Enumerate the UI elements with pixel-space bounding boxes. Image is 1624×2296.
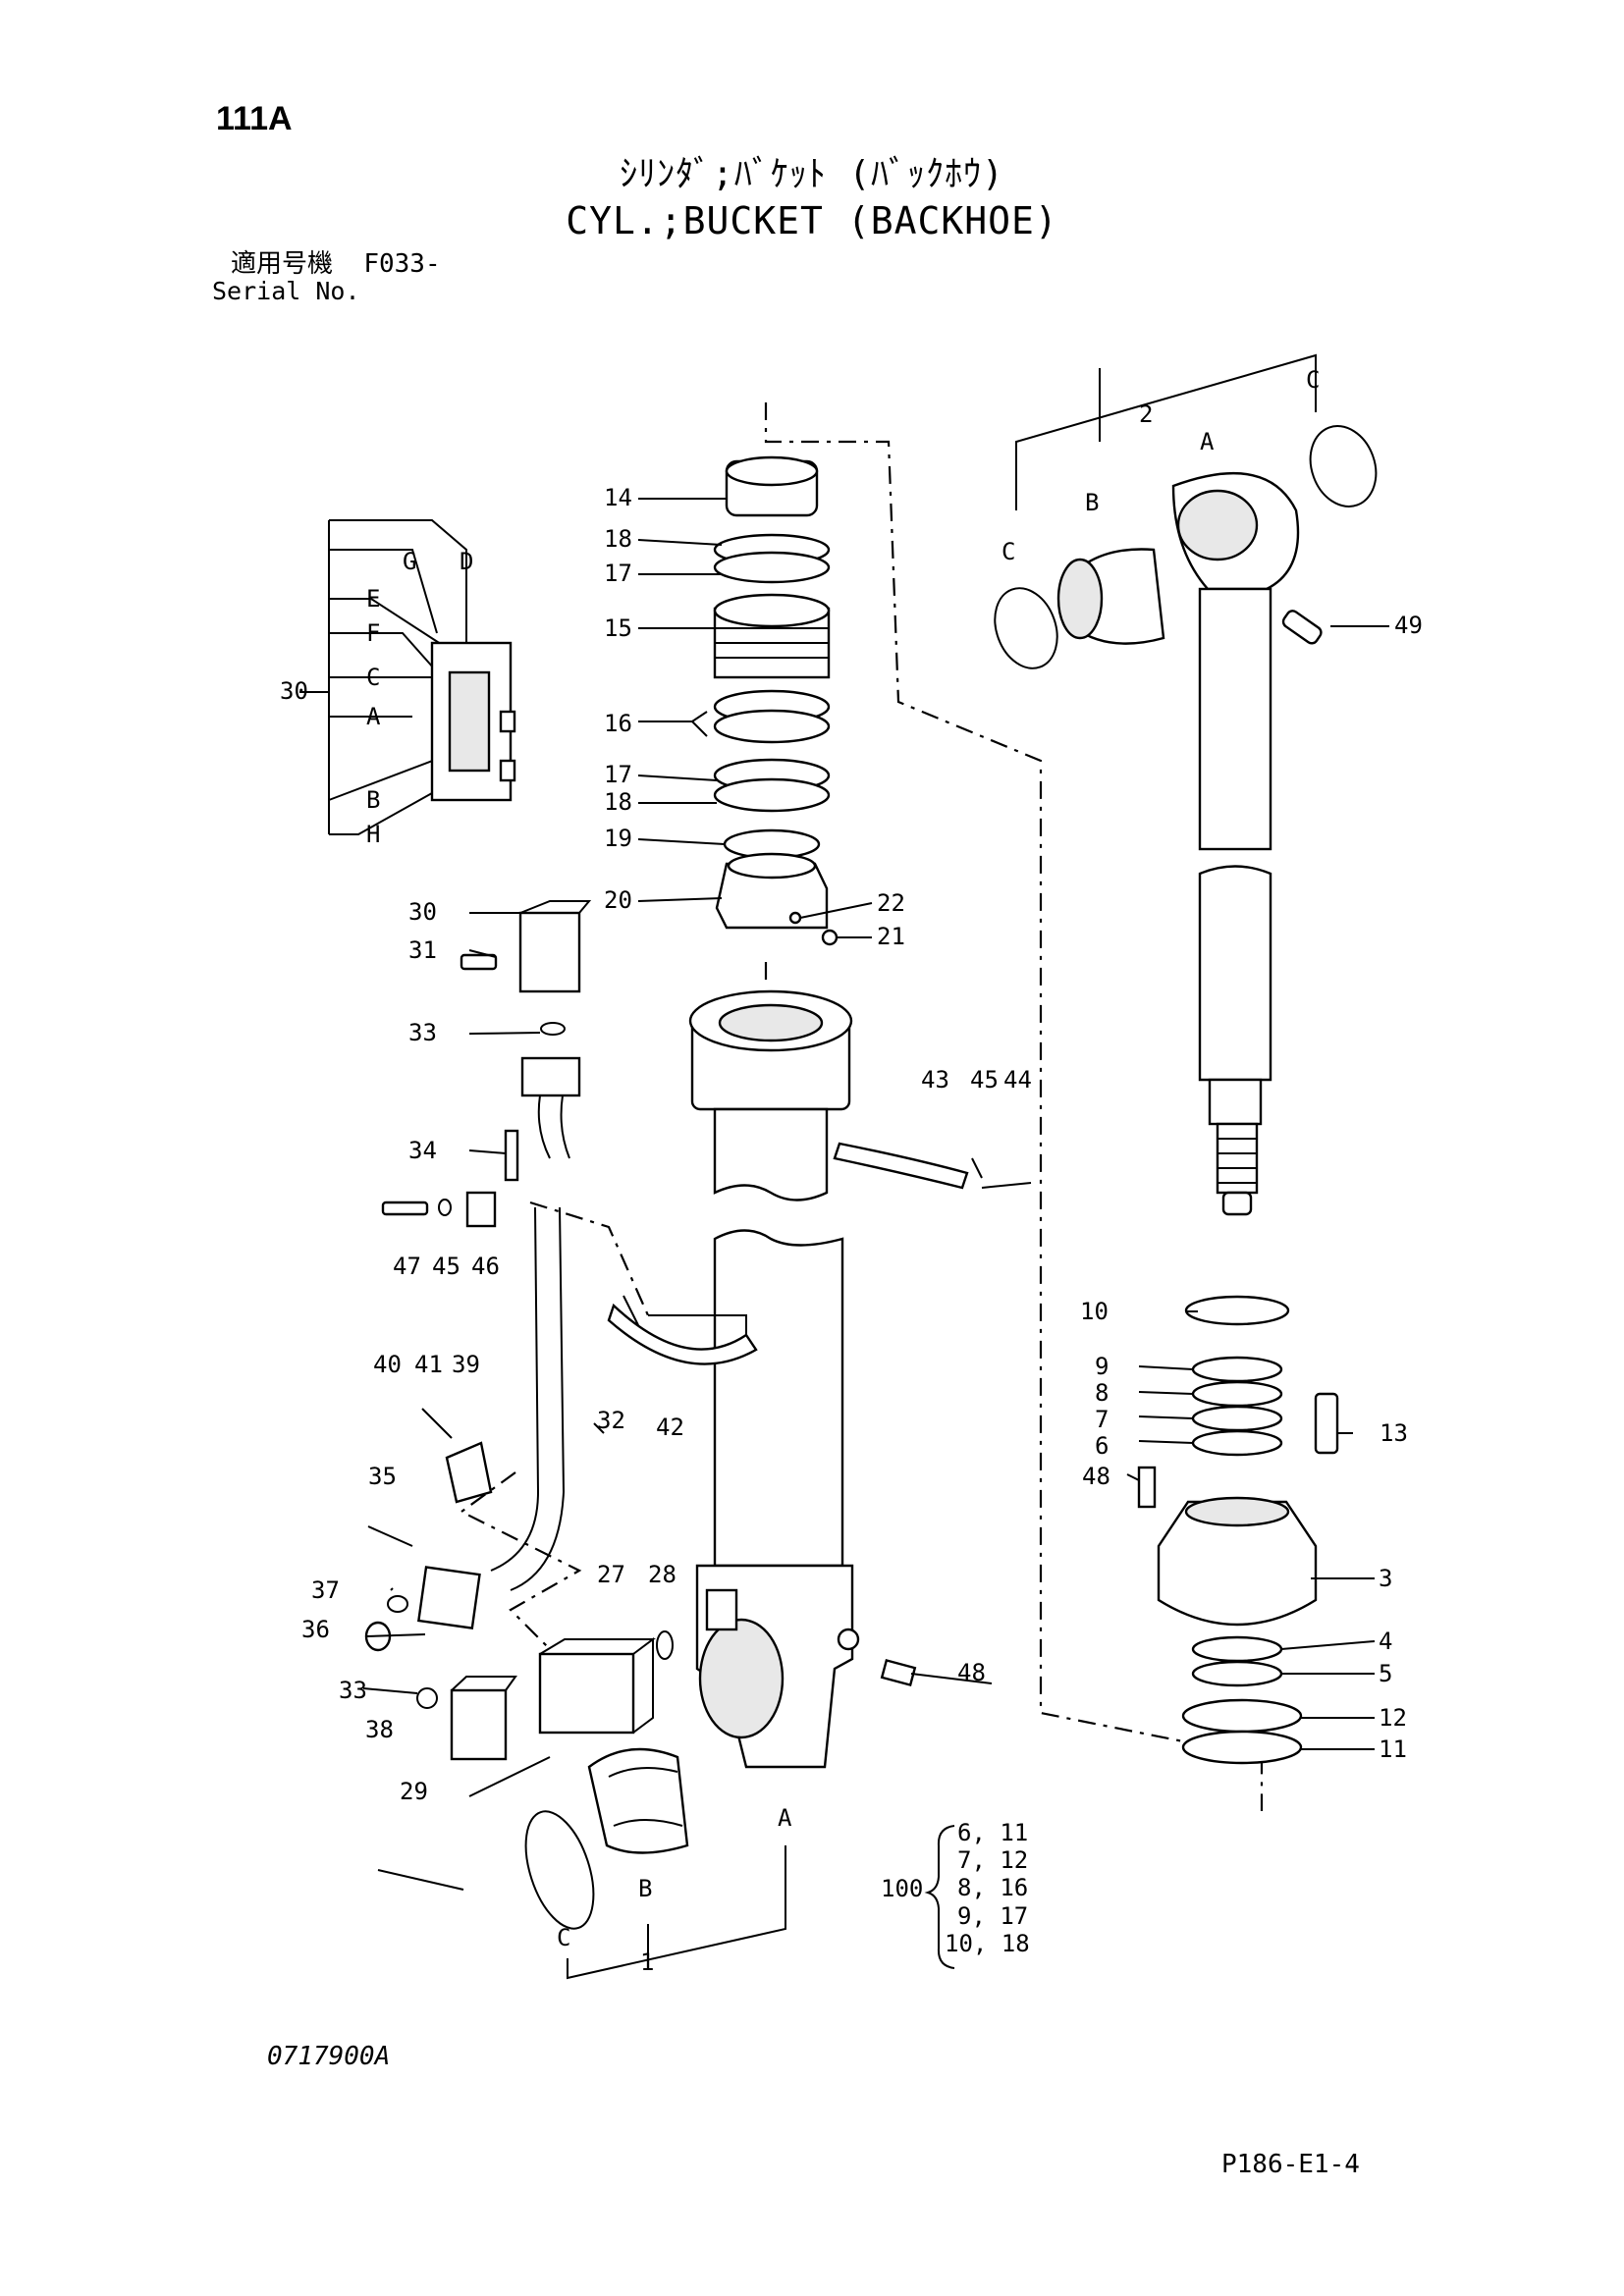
callout-15: 15 (604, 614, 632, 642)
serial-line-japanese: 適用号機 F033- (231, 251, 441, 277)
callout-10: 10 (1080, 1298, 1109, 1325)
seal-kit-row-2: 7, 12 (957, 1846, 1028, 1874)
ref-letter-B-tube: B (638, 1875, 652, 1902)
callout-38: 38 (365, 1716, 394, 1743)
detail-letter-C: C (366, 664, 380, 691)
callout-7: 7 (1095, 1406, 1109, 1433)
callout-18: 18 (604, 788, 632, 816)
callout-14: 14 (604, 484, 632, 511)
callout-35: 35 (368, 1463, 397, 1490)
tube-bushing-set (524, 1747, 689, 1930)
callout-28: 28 (648, 1561, 677, 1588)
callout-8: 8 (1095, 1379, 1109, 1407)
callout-5: 5 (1379, 1660, 1392, 1687)
serial-value: F033- (363, 249, 441, 279)
ref-letter-A-head: A (1200, 428, 1215, 455)
serial-label-jp: 適用号機 (231, 249, 334, 279)
callout-42: 42 (656, 1414, 684, 1441)
callout-40: 40 (373, 1351, 402, 1378)
callout-45: 45 (432, 1253, 460, 1280)
title-english: CYL.;BUCKET (BACKHOE) (566, 199, 1058, 242)
detail-letter-F: F (366, 619, 380, 647)
callout-11: 11 (1379, 1735, 1407, 1763)
title-japanese: ｼﾘﾝﾀﾞ;ﾊﾞｹｯﾄ (ﾊﾞｯｸﾎｳ) (620, 154, 1004, 194)
callout-49: 49 (1394, 612, 1423, 639)
callout-18: 18 (604, 525, 632, 553)
callout-21: 21 (877, 923, 905, 950)
detail-letter-D: D (460, 548, 473, 575)
callout-41: 41 (414, 1351, 443, 1378)
detail-letter-B: B (366, 786, 380, 814)
callout-39: 39 (452, 1351, 480, 1378)
serial-label-english: Serial No. (212, 277, 360, 305)
piston-rod (1171, 471, 1323, 1216)
callout-1: 1 (640, 1949, 654, 1976)
seal-kit-row-3: 8, 16 (957, 1874, 1028, 1901)
callout-43: 43 (921, 1066, 949, 1094)
callout-19: 19 (604, 825, 632, 852)
callout-46: 46 (471, 1253, 500, 1280)
callout-16: 16 (604, 710, 632, 737)
callout-6: 6 (1095, 1432, 1109, 1460)
routing-line-hose (459, 1201, 650, 1650)
callout-17: 17 (604, 560, 632, 587)
callout-33: 33 (339, 1677, 367, 1704)
callout-2: 2 (1139, 400, 1153, 428)
callout-31: 31 (408, 936, 437, 964)
detail-letter-E: E (366, 585, 380, 613)
detail-letter-H: H (366, 821, 380, 848)
detail-letter-A: A (366, 703, 381, 730)
callout-44: 44 (1003, 1066, 1032, 1094)
ref-letter-B-head: B (1085, 489, 1099, 516)
seal-kit-row-4: 9, 17 (957, 1902, 1028, 1930)
callout-34: 34 (408, 1137, 437, 1164)
callout-12: 12 (1379, 1704, 1407, 1732)
callout-45: 45 (970, 1066, 999, 1094)
callout-33: 33 (408, 1019, 437, 1046)
callout-48: 48 (1082, 1463, 1110, 1490)
rod-eye-bushing-set (994, 425, 1378, 669)
hose-valve-group (364, 900, 1032, 1797)
callout-30: 30 (280, 677, 308, 705)
callout-47: 47 (393, 1253, 421, 1280)
seal-kit-number: 100 (881, 1875, 923, 1902)
page-code: 111A (216, 100, 293, 137)
callout-32: 32 (597, 1407, 625, 1434)
callout-30: 30 (408, 898, 437, 926)
callout-22: 22 (877, 889, 905, 917)
callout-4: 4 (1379, 1628, 1392, 1655)
cylinder-tube (688, 989, 860, 1769)
seal-kit-100: 100 6, 11 7, 12 8, 16 9, 17 10, 18 (881, 1819, 1030, 1969)
leader-lines (362, 498, 1389, 1891)
callout-37: 37 (311, 1576, 340, 1604)
bracket-2 (1015, 353, 1317, 510)
detail-letter-G: G (403, 548, 416, 575)
detail-view-30 (299, 519, 516, 835)
callout-3: 3 (1379, 1565, 1392, 1592)
callout-29: 29 (400, 1778, 428, 1805)
ref-letter-C-head-2: C (1306, 366, 1320, 394)
callout-13: 13 (1380, 1419, 1408, 1447)
callout-27: 27 (597, 1561, 625, 1588)
callout-17: 17 (604, 761, 632, 788)
drawing-number: 0717900A (267, 2042, 391, 2071)
ref-letter-C-tube: C (557, 1924, 570, 1951)
callout-9: 9 (1095, 1353, 1109, 1380)
callout-36: 36 (301, 1616, 330, 1643)
seal-kit-row-5: 10, 18 (945, 1930, 1030, 1957)
bracket-1 (567, 1845, 786, 1980)
piston-assembly (713, 455, 839, 946)
page-reference: P186-E1-4 (1221, 2150, 1360, 2179)
seal-kit-row-1: 6, 11 (957, 1819, 1028, 1846)
callout-20: 20 (604, 886, 632, 914)
ref-letter-A-tube: A (778, 1804, 792, 1832)
cylinder-head-assembly (1137, 1295, 1339, 1765)
ref-letter-C-head: C (1001, 538, 1015, 565)
callout-48: 48 (957, 1659, 986, 1686)
